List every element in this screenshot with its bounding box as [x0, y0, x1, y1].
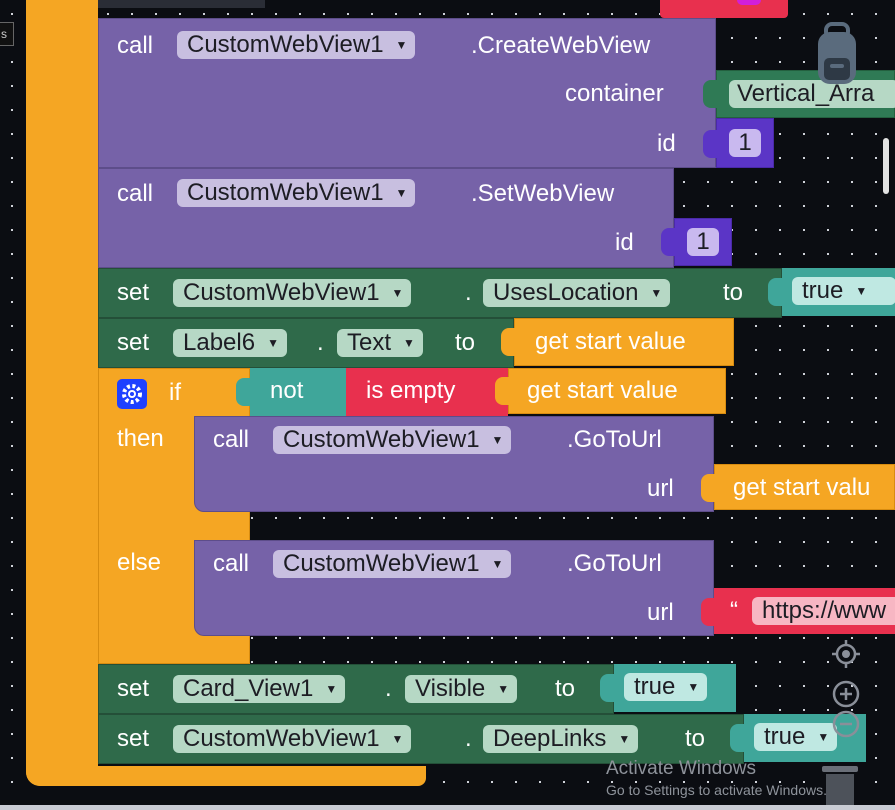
component-dropdown[interactable]: CustomWebView1▼: [173, 725, 412, 753]
activate-windows-watermark: Activate Windows Go to Settings to activ…: [606, 758, 827, 798]
zoom-out-icon[interactable]: [832, 710, 860, 738]
set-webview-block[interactable]: call CustomWebView1▼ .SetWebView id: [98, 168, 674, 268]
boolean-dropdown[interactable]: true▼: [792, 277, 895, 305]
vertical-scrollbar[interactable]: [883, 138, 889, 194]
property-dropdown[interactable]: DeepLinks▼: [483, 725, 639, 753]
set-card-visible-block[interactable]: set Card_View1▼ . Visible▼ to: [98, 664, 614, 714]
property-dropdown[interactable]: Text▼: [337, 329, 423, 357]
recenter-icon[interactable]: [832, 640, 860, 668]
component-dropdown[interactable]: Card_View1▼: [173, 675, 346, 703]
boolean-dropdown[interactable]: true▼: [624, 673, 708, 701]
not-block[interactable]: not: [250, 368, 346, 416]
id-number-block[interactable]: 1: [674, 218, 732, 266]
boolean-dropdown[interactable]: true▼: [754, 723, 838, 751]
socket-tab: [701, 598, 715, 626]
true-boolean-block[interactable]: true▼: [782, 268, 895, 316]
socket-tab: [600, 674, 614, 702]
zoom-in-icon[interactable]: [832, 680, 860, 708]
property-dropdown[interactable]: Visible▼: [405, 675, 518, 703]
component-dropdown[interactable]: CustomWebView1▼: [273, 550, 512, 578]
socket-tab: [768, 278, 782, 306]
component-dropdown[interactable]: CustomWebView1▼: [177, 31, 416, 59]
socket-tab: [703, 130, 717, 158]
text-string-block[interactable]: “ https://www: [714, 588, 895, 634]
socket-tab: [495, 377, 509, 405]
socket-tab: [501, 328, 515, 356]
create-webview-block[interactable]: call CustomWebView1▼ .CreateWebView cont…: [98, 18, 716, 168]
socket-tab: [701, 474, 715, 502]
component-dropdown[interactable]: Label6▼: [173, 329, 287, 357]
event-block-body[interactable]: [26, 0, 98, 786]
property-dropdown[interactable]: UsesLocation▼: [483, 279, 671, 307]
socket-tab: [661, 228, 675, 256]
set-uses-location-block[interactable]: set CustomWebView1▼ . UsesLocation▼ to: [98, 268, 782, 318]
goto-url-block[interactable]: call CustomWebView1▼ .GoToUrl url: [194, 540, 714, 636]
true-boolean-block[interactable]: true▼: [614, 664, 736, 712]
id-number-block[interactable]: 1: [716, 118, 774, 168]
get-start-value-block[interactable]: get start valu: [714, 464, 895, 510]
socket-tab: [703, 80, 717, 108]
component-dropdown[interactable]: CustomWebView1▼: [273, 426, 512, 454]
container-component-block[interactable]: Vertical_Arra: [716, 70, 895, 118]
is-empty-block[interactable]: is empty: [346, 368, 508, 416]
true-boolean-block[interactable]: true▼: [744, 714, 866, 762]
component-dropdown[interactable]: CustomWebView1▼: [177, 179, 416, 207]
get-start-value-block[interactable]: get start value: [514, 318, 734, 366]
trash-icon[interactable]: [820, 764, 860, 805]
set-deeplinks-block[interactable]: set CustomWebView1▼ . DeepLinks▼ to: [98, 714, 744, 764]
component-dropdown[interactable]: CustomWebView1▼: [173, 279, 412, 307]
socket-tab: [730, 724, 744, 752]
top-magenta-stub: [737, 0, 761, 5]
set-label-text-block[interactable]: set Label6▼ . Text▼ to: [98, 318, 514, 368]
get-start-value-block[interactable]: get start value: [508, 368, 726, 414]
goto-url-block[interactable]: call CustomWebView1▼ .GoToUrl url: [194, 416, 714, 512]
corner-tab[interactable]: s: [0, 22, 14, 46]
backpack-icon[interactable]: [812, 22, 862, 88]
gear-icon[interactable]: [117, 379, 147, 409]
socket-tab: [236, 378, 250, 406]
event-block-footer: [26, 766, 426, 786]
top-stub: [95, 0, 265, 8]
top-red-stub: [660, 0, 788, 18]
